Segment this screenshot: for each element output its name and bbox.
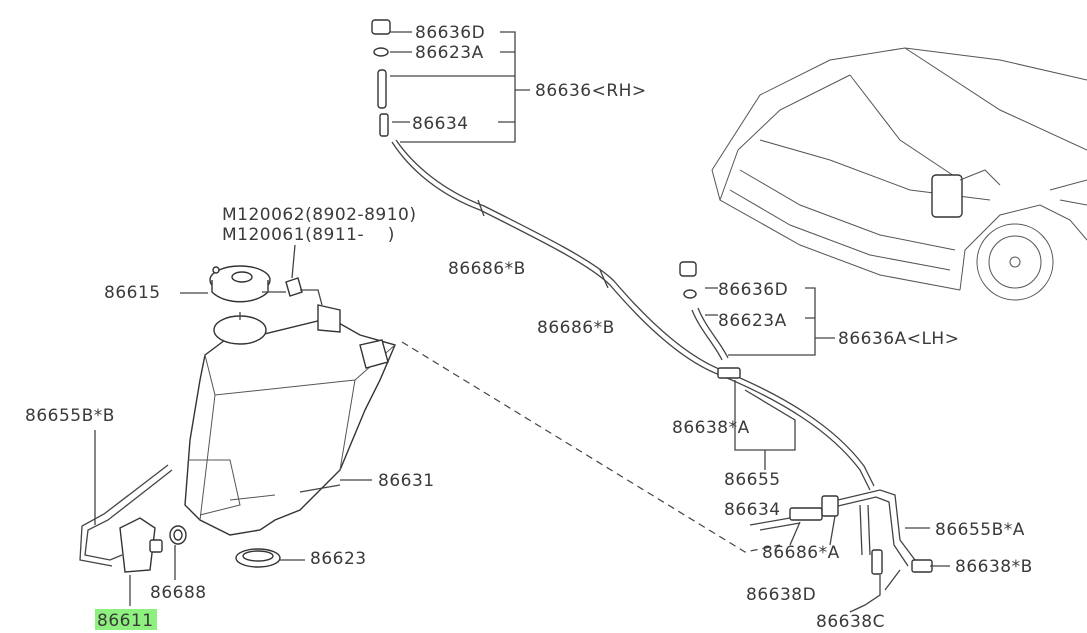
label-86686A[interactable]: 86686*A [762,543,840,563]
label-86615[interactable]: 86615 [104,283,161,303]
bottom-connectors [749,489,950,613]
label-86638A[interactable]: 86638*A [672,418,750,438]
label-86688[interactable]: 86688 [150,583,207,603]
label-86623A-rh[interactable]: 86623A [415,43,484,63]
rh-nozzle-assembly [371,19,875,491]
washer-tank [184,304,396,536]
rh-callouts [390,31,530,143]
bolt-icon [285,277,303,297]
label-86638D[interactable]: 86638D [746,585,816,605]
cap-bolt-leaders [239,244,323,320]
label-86655BB[interactable]: 86655B*B [25,406,115,426]
car-illustration [711,47,1087,301]
highlight-86611 [95,609,157,630]
label-86638C[interactable]: 86638C [816,612,885,632]
label-m120062[interactable]: M120062(8902-8910) [222,205,417,225]
label-86636D-rh[interactable]: 86636D [415,23,485,43]
label-86623A-lh[interactable]: 86623A [718,311,787,331]
label-86636-rh[interactable]: 86636<RH> [535,81,647,101]
label-86655[interactable]: 86655 [724,470,781,490]
label-86623[interactable]: 86623 [310,549,367,569]
label-86636A-lh[interactable]: 86636A<LH> [838,329,959,349]
car-reservoir-icon [931,174,963,218]
dashed-link-line [401,341,781,553]
washer-pump [79,464,281,573]
label-86686B-2[interactable]: 86686*B [537,318,615,338]
lh-nozzle-assembly [679,261,835,470]
leader-lines [94,292,372,606]
label-86638B[interactable]: 86638*B [955,557,1033,577]
label-m120061[interactable]: M120061(8911- ) [222,225,395,245]
label-86611[interactable]: 86611 [97,611,154,631]
label-86634-bottom[interactable]: 86634 [724,500,781,520]
label-86686B-1[interactable]: 86686*B [448,259,526,279]
label-86631[interactable]: 86631 [378,471,435,491]
label-86655BA[interactable]: 86655B*A [935,520,1025,540]
label-86634-top[interactable]: 86634 [412,114,469,134]
label-86636D-lh[interactable]: 86636D [718,280,788,300]
tank-cap [209,265,271,303]
